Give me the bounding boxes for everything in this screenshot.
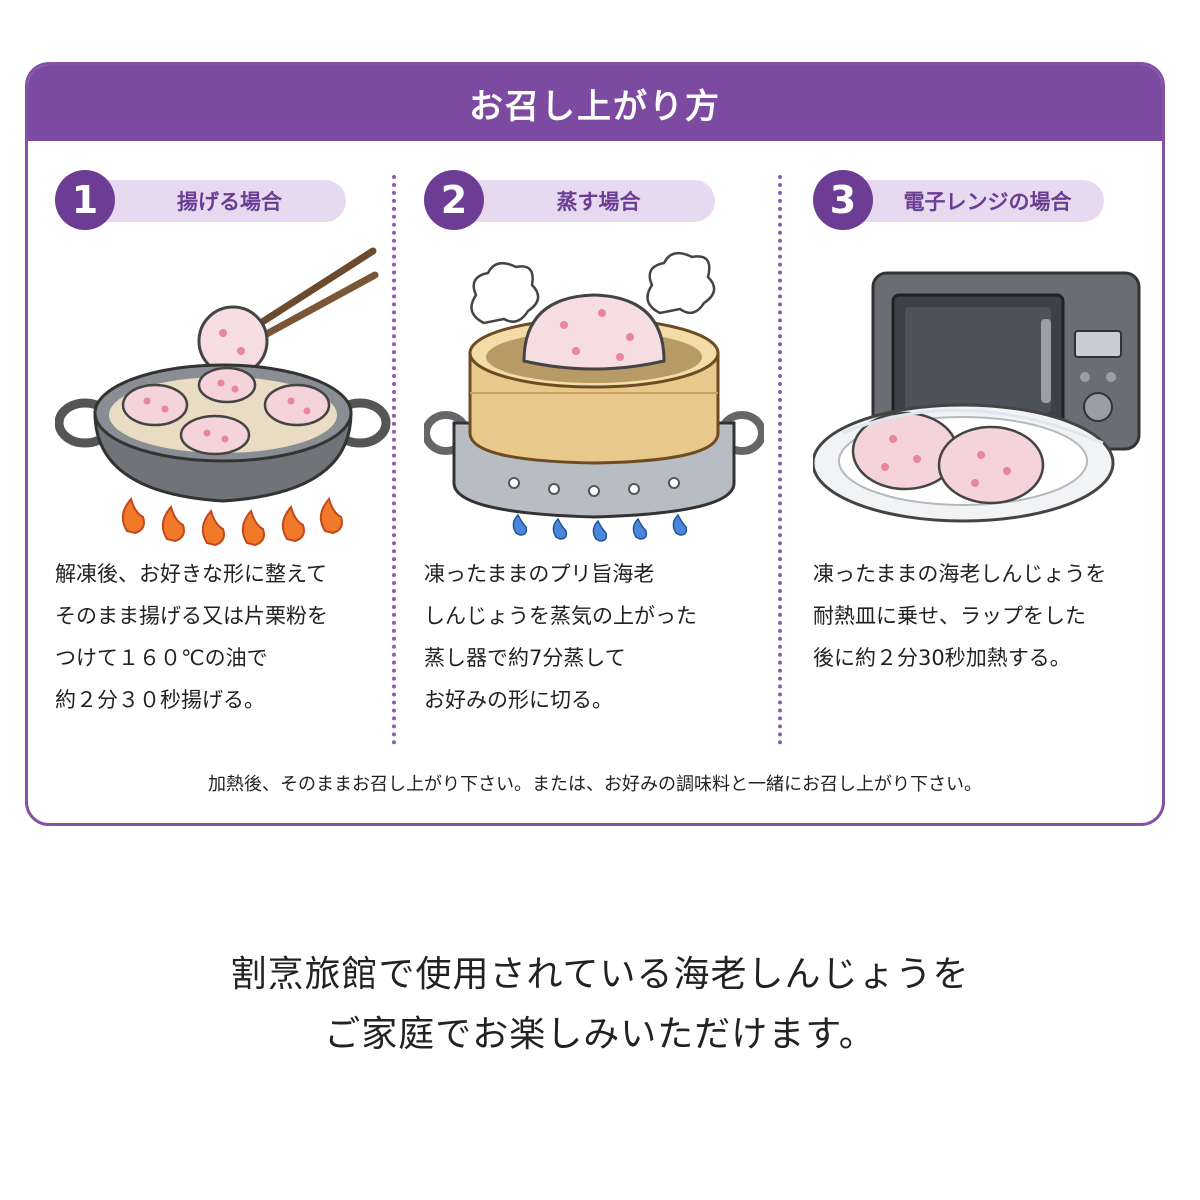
description-line: そのまま揚げる又は片栗粉を bbox=[55, 604, 328, 628]
microwave-icon bbox=[813, 271, 1141, 523]
description-line: 解凍後、お好きな形に整えて bbox=[55, 562, 327, 586]
description-line: 凍ったままの海老しんじょうを bbox=[813, 562, 1107, 586]
description-line: 後に約２分30秒加熱する。 bbox=[813, 646, 1071, 670]
column-divider bbox=[392, 175, 396, 745]
step-label: 蒸す場合 bbox=[452, 180, 715, 222]
step-label: 揚げる場合 bbox=[83, 180, 346, 222]
description-line: 蒸し器で約7分蒸して bbox=[424, 646, 626, 670]
footer-note: 加熱後、そのままお召し上がり下さい。または、お好みの調味料と一緒にお召し上がり下… bbox=[208, 774, 982, 795]
step-number: 2 bbox=[424, 170, 484, 230]
description-line: 凍ったままのプリ旨海老 bbox=[424, 562, 655, 586]
tagline-line-1: 割烹旅館で使用されている海老しんじょうを bbox=[230, 954, 970, 995]
step-microwave: 3 電子レンジの場合 bbox=[813, 170, 1143, 733]
description-line: 耐熱皿に乗せ、ラップをした bbox=[813, 604, 1086, 628]
steam-icon bbox=[470, 251, 716, 325]
step-header: 2 蒸す場合 bbox=[424, 170, 715, 230]
step-description: 凍ったままの海老しんじょうを 耐熱皿に乗せ、ラップをした 後に約２分30秒加熱す… bbox=[813, 553, 1143, 679]
card-header: お召し上がり方 bbox=[28, 65, 1162, 141]
description-line: つけて１６０℃の油で bbox=[55, 646, 268, 670]
step-number: 3 bbox=[813, 170, 873, 230]
step-description: 凍ったままのプリ旨海老 しんじょうを蒸気の上がった 蒸し器で約7分蒸して お好み… bbox=[424, 553, 754, 721]
step-header: 1 揚げる場合 bbox=[55, 170, 346, 230]
card-title: お召し上がり方 bbox=[469, 86, 721, 127]
step-label: 電子レンジの場合 bbox=[841, 180, 1104, 222]
column-divider bbox=[778, 175, 782, 745]
step-description: 解凍後、お好きな形に整えて そのまま揚げる又は片栗粉を つけて１６０℃の油で 約… bbox=[55, 553, 385, 721]
step-steam: 2 蒸す場合 bbox=[424, 170, 764, 733]
step-header: 3 電子レンジの場合 bbox=[813, 170, 1104, 230]
description-line: 約２分３０秒揚げる。 bbox=[55, 688, 265, 712]
step-fry: 1 揚げる場合 bbox=[55, 170, 391, 733]
description-line: お好みの形に切る。 bbox=[424, 688, 613, 712]
flame-icon bbox=[121, 496, 343, 547]
cooking-instructions-card: お召し上がり方 1 揚げる場合 bbox=[25, 62, 1165, 826]
frying-pan-icon bbox=[55, 247, 391, 547]
steamer-icon bbox=[424, 251, 764, 542]
description-line: しんじょうを蒸気の上がった bbox=[424, 604, 697, 628]
step-number: 1 bbox=[55, 170, 115, 230]
tagline-line-2: ご家庭でお楽しみいただけます。 bbox=[324, 1014, 876, 1055]
